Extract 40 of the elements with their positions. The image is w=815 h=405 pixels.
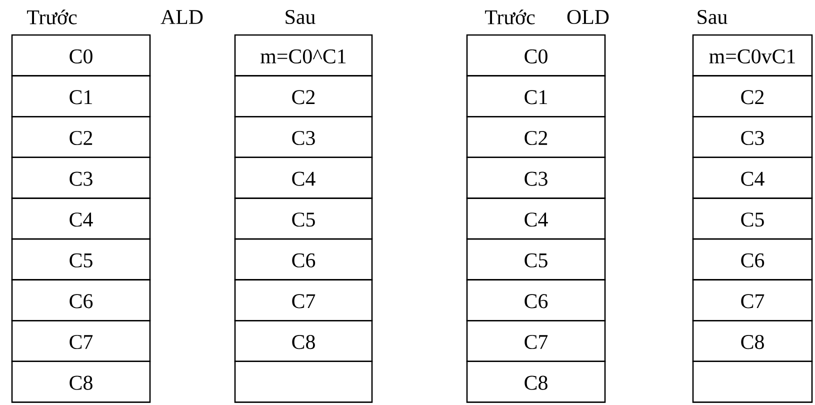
- table-cell: C7: [466, 320, 606, 362]
- column-header: Sau: [698, 10, 728, 24]
- table-cell: m=C0^C1: [234, 34, 373, 76]
- table-cell: m=C0vC1: [692, 34, 813, 76]
- table-title: OLD: [567, 10, 609, 24]
- table-cell: C0: [466, 34, 606, 76]
- table-cell: C8: [11, 360, 151, 403]
- column-header: Sau: [286, 10, 316, 24]
- table-title: ALD: [160, 10, 203, 24]
- table-cell: C7: [11, 320, 151, 362]
- table-cell: C0: [11, 34, 151, 76]
- table-cell: C6: [234, 238, 373, 280]
- table-cell: C7: [692, 279, 813, 322]
- table-cell: C3: [466, 156, 606, 199]
- table-cell: C8: [466, 360, 606, 403]
- table-cell: C2: [466, 116, 606, 158]
- table-cell: C3: [692, 116, 813, 158]
- table-cell: C3: [11, 156, 151, 199]
- table-cell: C8: [234, 320, 373, 362]
- table-cell: C1: [11, 75, 151, 118]
- table-cell: C5: [11, 238, 151, 280]
- table-cell: C6: [11, 279, 151, 322]
- table-cell: C8: [692, 320, 813, 362]
- table-cell: C4: [11, 198, 151, 240]
- table-cell: C1: [466, 75, 606, 118]
- table-cell: C5: [692, 198, 813, 240]
- table-cell: C5: [466, 238, 606, 280]
- table-cell: C7: [234, 279, 373, 322]
- table-cell: C4: [234, 156, 373, 199]
- table-cell: C4: [466, 198, 606, 240]
- table-cell: C2: [11, 116, 151, 158]
- table-cell: C3: [234, 116, 373, 158]
- table-cell: C6: [692, 238, 813, 280]
- column-header: Trước: [27, 10, 77, 24]
- table-cell: C2: [692, 75, 813, 118]
- table-cell: C4: [692, 156, 813, 199]
- column-header: Trước: [485, 10, 535, 24]
- table-cell: C5: [234, 198, 373, 240]
- table-cell: C2: [234, 75, 373, 118]
- table-cell: C6: [466, 279, 606, 322]
